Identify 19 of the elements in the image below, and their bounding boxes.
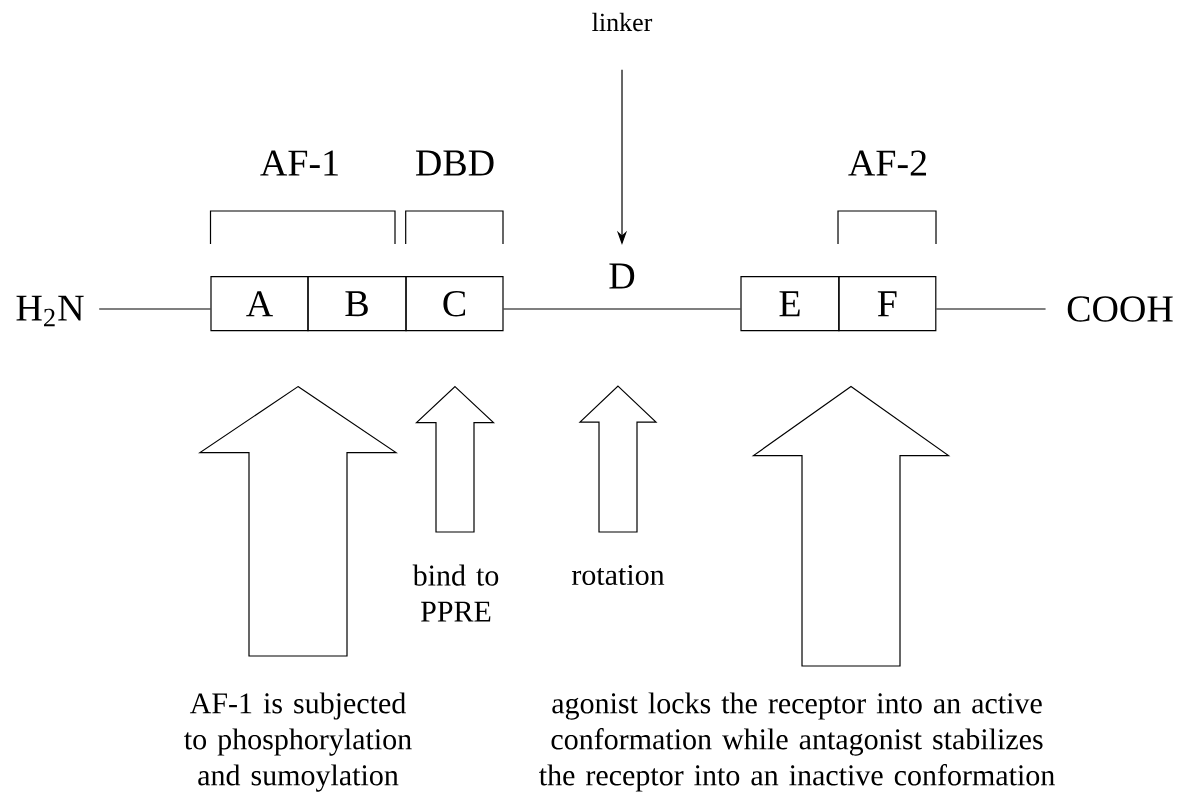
domain-box: B <box>307 276 407 332</box>
connector-line <box>503 308 741 310</box>
domain-box: E <box>740 276 840 332</box>
text-label: D <box>609 263 635 289</box>
connector-line <box>98 308 211 310</box>
domain-label: AF-1 <box>260 150 338 176</box>
domain-label: DBD <box>416 150 494 176</box>
text-label: AF-1 is subjected to phosphorylation and sumoylation <box>184 692 412 792</box>
domain-box: C <box>405 276 504 332</box>
text-label: bind to PPRE <box>412 564 499 622</box>
text-label: agonist locks the receptor into an active conformation while antagonist stabilizes the receptor into an inactive conformation <box>539 692 1055 792</box>
text-label: COOH <box>1067 296 1173 322</box>
text-label: linker <box>592 12 653 32</box>
domain-box: A <box>210 276 309 332</box>
domain-box: F <box>838 276 937 332</box>
domain-label: AF-2 <box>848 150 926 176</box>
connector-line <box>935 308 1047 310</box>
text-label: H$_{2}$N <box>16 295 84 327</box>
text-label: rotation <box>571 564 665 586</box>
